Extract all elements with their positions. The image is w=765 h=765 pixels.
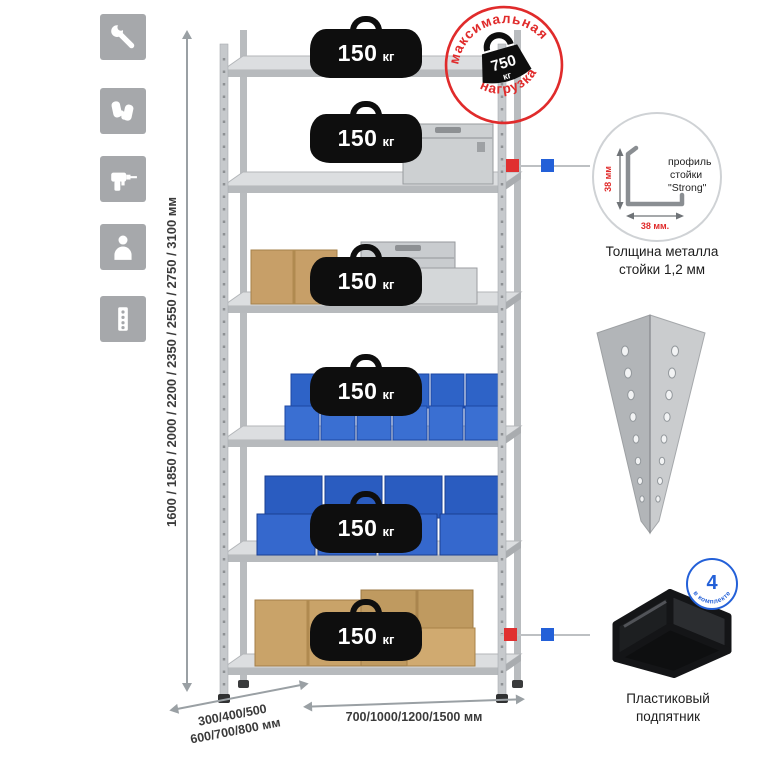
red-marker-bottom: [504, 628, 517, 641]
angle-post-image: [596, 314, 706, 535]
weight-handle-icon: [483, 32, 514, 52]
blue-marker-top: [541, 159, 554, 172]
profile-label-1: профиль: [668, 156, 712, 168]
weight-handle-icon: [350, 16, 382, 36]
profile-label-2: стойки: [670, 169, 702, 181]
stamp-value: 750: [489, 52, 518, 75]
profile-dim-vertical: 38 мм: [603, 166, 613, 192]
plastic-foot-image: [612, 589, 732, 678]
weight-body-icon: [481, 44, 532, 84]
profile-label-3: "Strong": [668, 182, 707, 194]
stamp-unit: кг: [502, 70, 513, 82]
width-dimension-label: 700/1000/1200/1500 мм: [345, 710, 483, 724]
wrench-icon: [100, 14, 146, 60]
profile-dim-horizontal: 38 мм.: [641, 221, 669, 231]
red-marker-top: [506, 159, 519, 172]
profile-caption: Толщина металла стойки 1,2 мм: [605, 244, 719, 278]
weight-handle-icon: [350, 354, 382, 374]
foot-badge-value: 4: [706, 572, 718, 594]
person-icon: [100, 224, 146, 270]
max-load-stamp: максимальная нагрузка 750 кг: [437, 0, 564, 125]
weight-handle-icon: [350, 101, 382, 121]
height-dimension-label: 1600 / 1850 / 2000 / 2200 / 2350 / 2550 …: [163, 196, 179, 528]
foot-caption: Пластиковый подпятник: [626, 691, 710, 725]
gloves-icon: [100, 88, 146, 134]
post-profile-detail: 38 мм 38 мм. профиль стойки "Strong": [592, 112, 722, 242]
shelving-rack-illustration: [218, 30, 523, 703]
height-dimension-line: [182, 30, 192, 692]
profile-cross-section: [625, 145, 685, 207]
weight-handle-icon: [350, 244, 382, 264]
weight-handle-icon: [350, 599, 382, 619]
drill-icon: [100, 156, 146, 202]
perforated-profile-icon: [100, 296, 146, 342]
blue-marker-bottom: [541, 628, 554, 641]
included-count-badge: 4 в комплекте: [686, 558, 738, 610]
weight-handle-icon: [350, 491, 382, 511]
